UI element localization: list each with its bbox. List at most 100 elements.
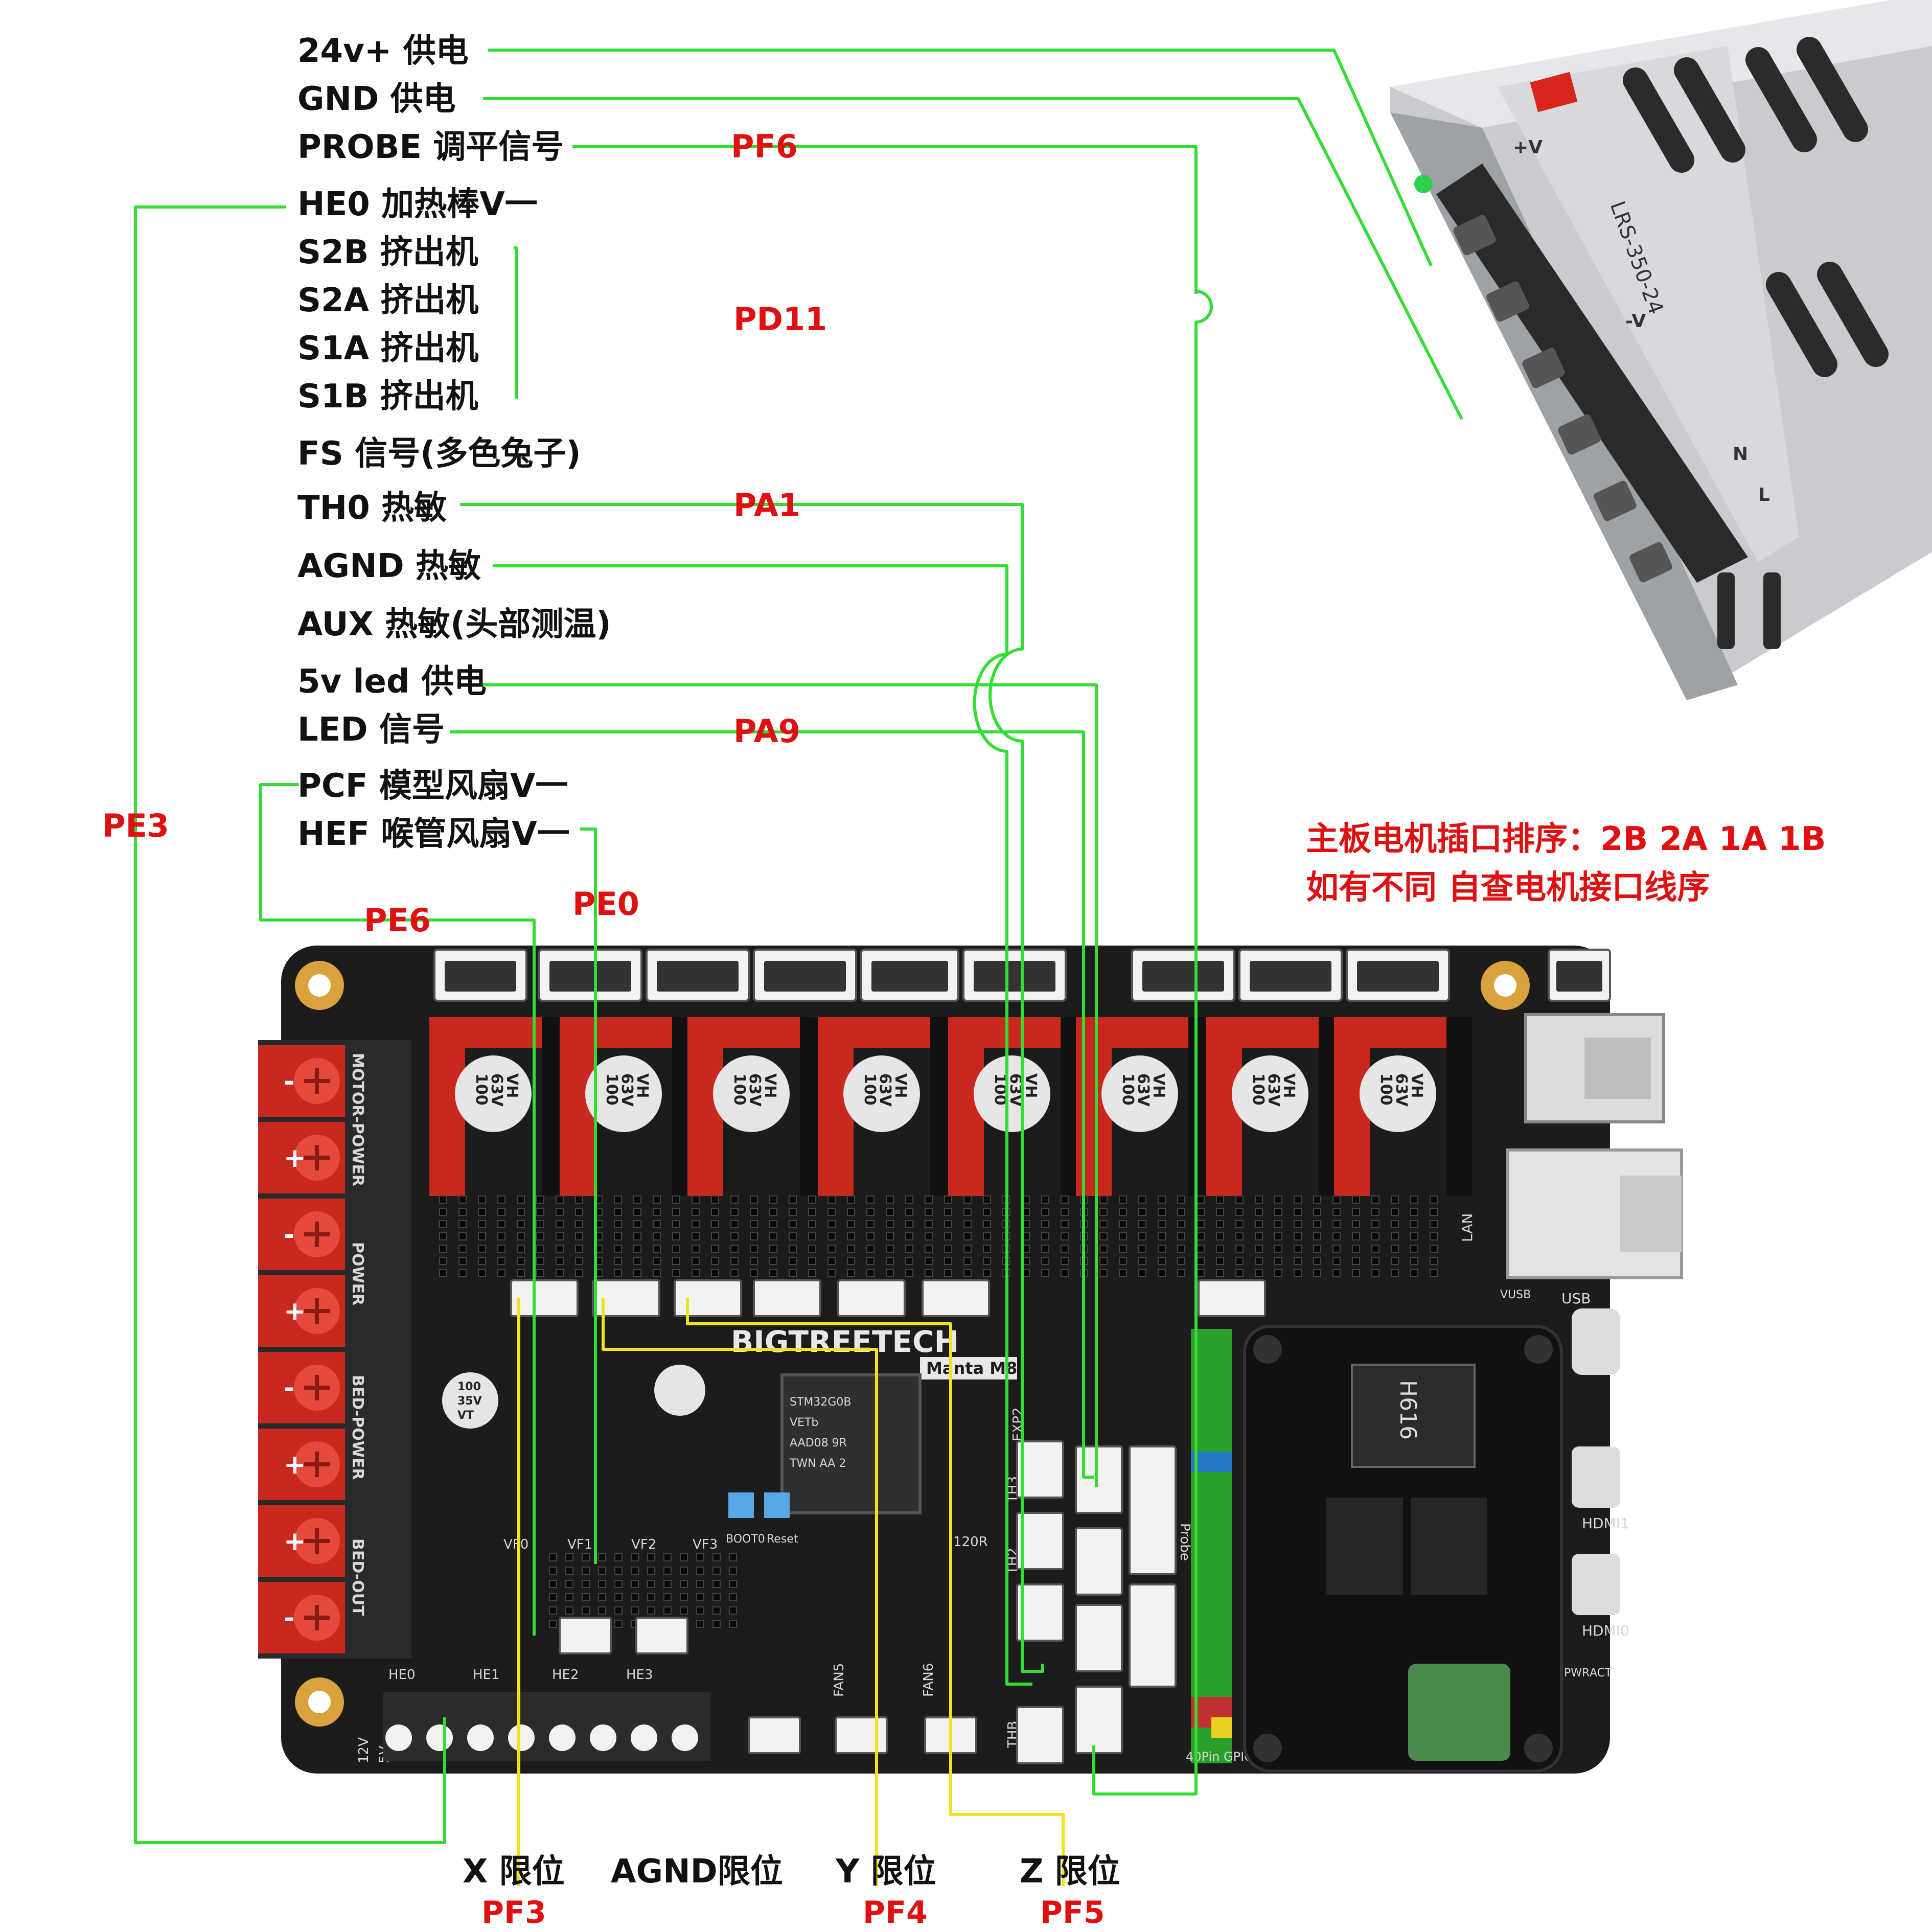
header-pin (575, 1195, 583, 1204)
soc-label: H616 (1395, 1380, 1421, 1440)
driver-header-top (1334, 1017, 1452, 1048)
motor-check-note: 如有不同 自查电机接口线序 (1306, 869, 1710, 907)
header-pin (827, 1220, 836, 1228)
header-pin (983, 1257, 991, 1265)
terminal-screw (508, 1724, 535, 1751)
header-pin (1119, 1195, 1127, 1204)
header-pin (663, 1606, 672, 1615)
header-pin (1371, 1220, 1379, 1228)
header-pin (598, 1593, 606, 1601)
capacitor-text: VH (633, 1073, 651, 1098)
header-pin (1099, 1195, 1108, 1204)
cap-small-type: VT (457, 1409, 474, 1422)
header-pin (866, 1232, 875, 1240)
header-pin (1332, 1232, 1341, 1240)
header-pin (680, 1553, 688, 1561)
wire-th0-path (988, 504, 1044, 1673)
terminal-screw (385, 1724, 412, 1751)
header-pin (712, 1580, 721, 1588)
header-pin (1255, 1269, 1263, 1277)
header-pin (1138, 1220, 1146, 1228)
header-pin (1197, 1195, 1205, 1204)
fan5-label: FAN5 (832, 1663, 847, 1697)
label-aux: AUX 热敏(头部测温) (297, 606, 611, 643)
header-pin (886, 1269, 894, 1277)
header-pin (633, 1208, 641, 1216)
hdmi0-label: HDMI0 (1582, 1622, 1629, 1639)
hdmi1-label: HDMI1 (1582, 1515, 1629, 1532)
header-pin (1119, 1220, 1127, 1228)
header-pin (614, 1593, 623, 1601)
header-pin (808, 1208, 816, 1216)
header-pin (1216, 1220, 1224, 1228)
header-pin (1041, 1269, 1049, 1277)
capacitor-text: 63V (1392, 1073, 1410, 1107)
pin-pa9: PA9 (733, 712, 800, 750)
header-pin (536, 1220, 544, 1228)
header-pin (712, 1567, 721, 1575)
mcu-line-1: STM32G0B (790, 1396, 852, 1409)
header-pin (497, 1232, 505, 1240)
header-pin (1313, 1269, 1321, 1277)
header-pin (582, 1567, 590, 1575)
header-pin (730, 1232, 739, 1240)
header-pin (827, 1257, 836, 1265)
header-pin (827, 1208, 836, 1216)
header-pin (963, 1195, 972, 1204)
header-pin (847, 1220, 855, 1228)
header-pin (1235, 1195, 1244, 1204)
header-pin (1430, 1232, 1438, 1240)
header-pin (614, 1195, 622, 1204)
header-pin (696, 1553, 704, 1561)
header-pin (1235, 1269, 1244, 1277)
header-pin (672, 1195, 680, 1204)
header-pin (692, 1232, 700, 1240)
header-pin (1430, 1269, 1438, 1277)
header-pin (847, 1232, 855, 1240)
header-pin (1119, 1257, 1127, 1265)
header-pin (1313, 1195, 1321, 1204)
driver-capacitor (1360, 1055, 1436, 1132)
power-supply: LRS-350-24 +V -V N L (1390, 0, 1932, 700)
header-pin (1274, 1195, 1282, 1204)
header-pin (1099, 1245, 1108, 1253)
capacitor-text: VH (891, 1073, 909, 1098)
header-pin (1138, 1208, 1146, 1216)
header-pin (1430, 1208, 1438, 1216)
header-pin (653, 1232, 661, 1240)
header-pin (598, 1606, 606, 1615)
header-pin (1332, 1195, 1341, 1204)
header-pin (1294, 1245, 1302, 1253)
header-pin (1235, 1245, 1244, 1253)
header-pin (711, 1245, 719, 1253)
wire-gnd (483, 97, 1463, 420)
header-pin (1391, 1220, 1399, 1228)
header-pin (631, 1567, 639, 1575)
header-pin (614, 1257, 622, 1265)
screw-slot (304, 1222, 330, 1247)
header-pin (886, 1257, 894, 1265)
header-pin (653, 1269, 661, 1277)
header-pin (983, 1245, 991, 1253)
header-pin (653, 1245, 661, 1253)
header-pin (517, 1208, 525, 1216)
vf3-label: VF3 (693, 1537, 718, 1552)
header-pin (1138, 1257, 1146, 1265)
header-pin (711, 1208, 719, 1216)
header-pin (1041, 1232, 1049, 1240)
header-pin (439, 1208, 447, 1216)
header-pin (1371, 1245, 1379, 1253)
wire-probe (572, 145, 1198, 294)
header-pin (1216, 1208, 1224, 1216)
header-pin (847, 1195, 855, 1204)
driver-header-top (560, 1017, 677, 1048)
header-pin (565, 1606, 573, 1615)
header-pin (1313, 1245, 1321, 1253)
header-pin (1061, 1232, 1069, 1240)
header-pin (963, 1208, 972, 1216)
label-s1b: S1B 挤出机 (297, 378, 478, 416)
header-pin (1177, 1245, 1185, 1253)
header-pin (1410, 1245, 1418, 1253)
header-pin (729, 1593, 737, 1601)
header-pin (1352, 1195, 1360, 1204)
